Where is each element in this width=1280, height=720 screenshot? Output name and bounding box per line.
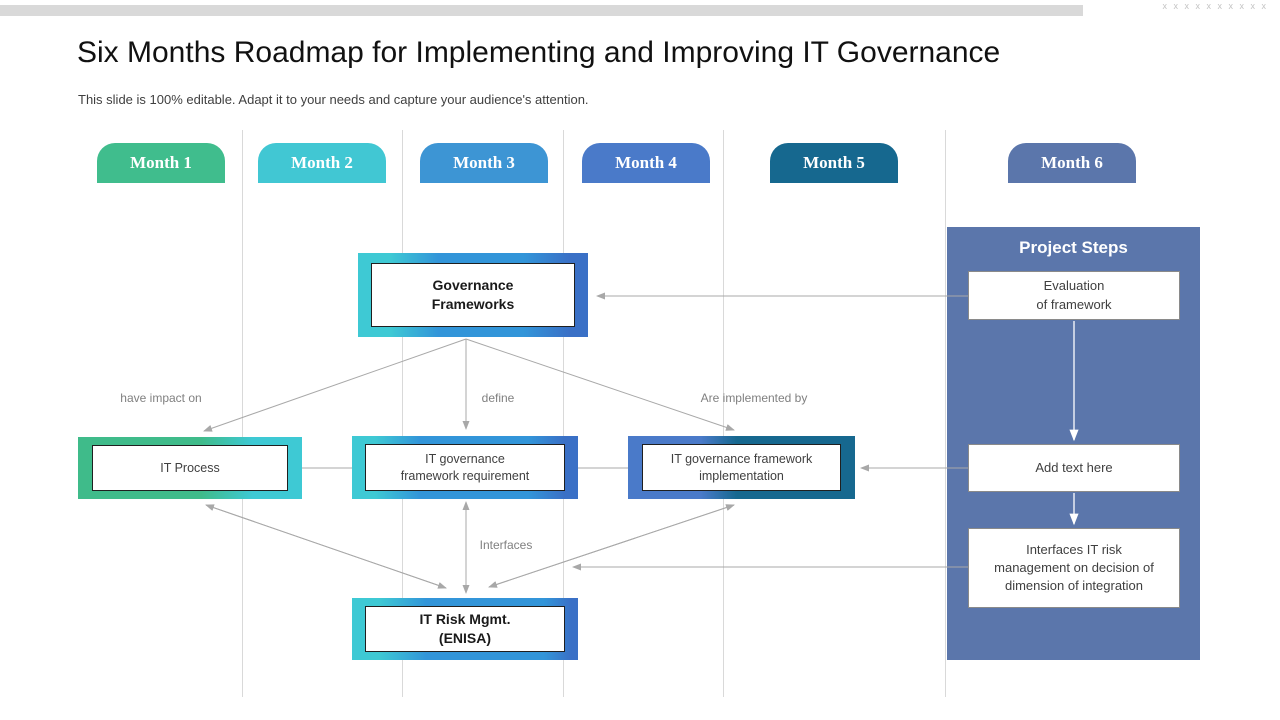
month-pill-4: Month 4	[582, 143, 710, 183]
month-pill-2: Month 2	[258, 143, 386, 183]
month-pill-6: Month 6	[1008, 143, 1136, 183]
month-gridline	[242, 130, 243, 697]
month-pill-5: Month 5	[770, 143, 898, 183]
box-it-process: IT Process	[78, 437, 302, 499]
box-governance-frameworks-label: Governance Frameworks	[371, 263, 575, 327]
page-subtitle: This slide is 100% editable. Adapt it to…	[78, 92, 589, 107]
label-have-impact-on: have impact on	[120, 391, 202, 405]
box-it-governance-framework-implementation: IT governance framework implementation	[628, 436, 855, 499]
step-add-text-here: Add text here	[968, 444, 1180, 492]
step-evaluation-of-framework: Evaluation of framework	[968, 271, 1180, 320]
month-gridline	[723, 130, 724, 697]
box-it-governance-framework-requirement-label: IT governance framework requirement	[365, 444, 565, 491]
label-interfaces: Interfaces	[479, 538, 533, 552]
box-it-governance-framework-implementation-label: IT governance framework implementation	[642, 444, 841, 491]
project-steps-title: Project Steps	[1019, 238, 1128, 257]
month-pill-3: Month 3	[420, 143, 548, 183]
month-pill-1: Month 1	[97, 143, 225, 183]
step-interfaces-it-risk: Interfaces IT risk management on decisio…	[968, 528, 1180, 608]
label-are-implemented-by: Are implemented by	[700, 391, 808, 405]
box-it-risk-mgmt-label: IT Risk Mgmt. (ENISA)	[365, 606, 565, 652]
placeholder-x-row: x x x x x x x x x x	[1162, 1, 1268, 11]
page-title: Six Months Roadmap for Implementing and …	[77, 36, 1001, 69]
box-governance-frameworks: Governance Frameworks	[358, 253, 588, 337]
month-gridline	[945, 130, 946, 697]
box-it-risk-mgmt: IT Risk Mgmt. (ENISA)	[352, 598, 578, 660]
label-define: define	[481, 391, 515, 405]
box-it-governance-framework-requirement: IT governance framework requirement	[352, 436, 578, 499]
box-it-process-label: IT Process	[92, 445, 288, 491]
top-decorative-bar	[0, 5, 1083, 16]
